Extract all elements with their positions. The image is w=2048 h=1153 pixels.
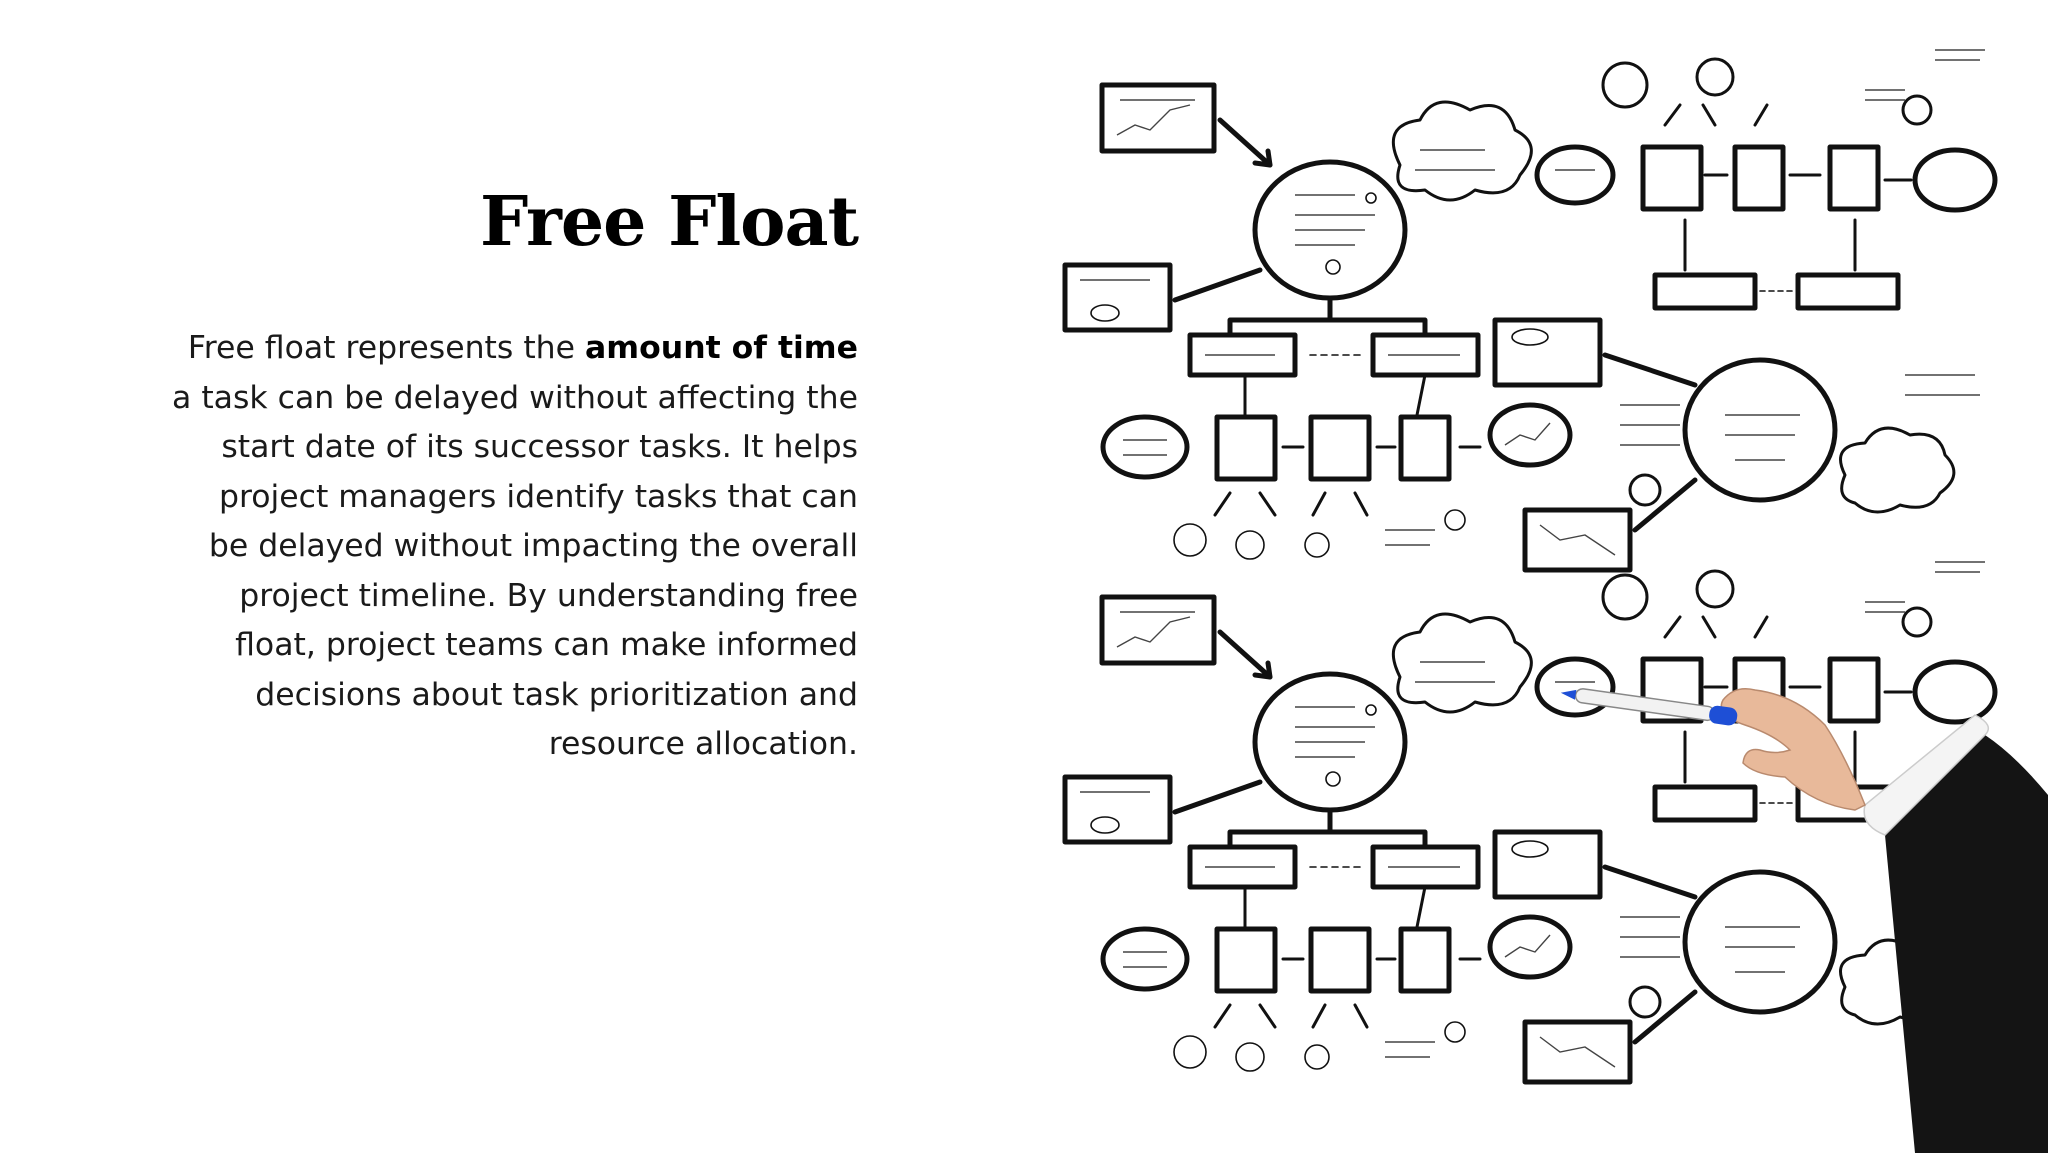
- hand-holding-marker: [1560, 688, 2048, 1153]
- text-column: Free Float Free float represents the amo…: [170, 180, 859, 770]
- body-paragraph: Free float represents the amount of time…: [170, 324, 858, 770]
- body-text-intro: Free float represents the: [187, 330, 586, 366]
- mind-map-sketch-svg: [1055, 35, 2048, 1153]
- mind-map-illustration: [1055, 35, 2048, 1153]
- slide-title: Free Float: [479, 182, 859, 262]
- body-text-rest: a task can be delayed without affecting …: [172, 379, 858, 763]
- body-text-emphasis: amount of time: [585, 330, 858, 366]
